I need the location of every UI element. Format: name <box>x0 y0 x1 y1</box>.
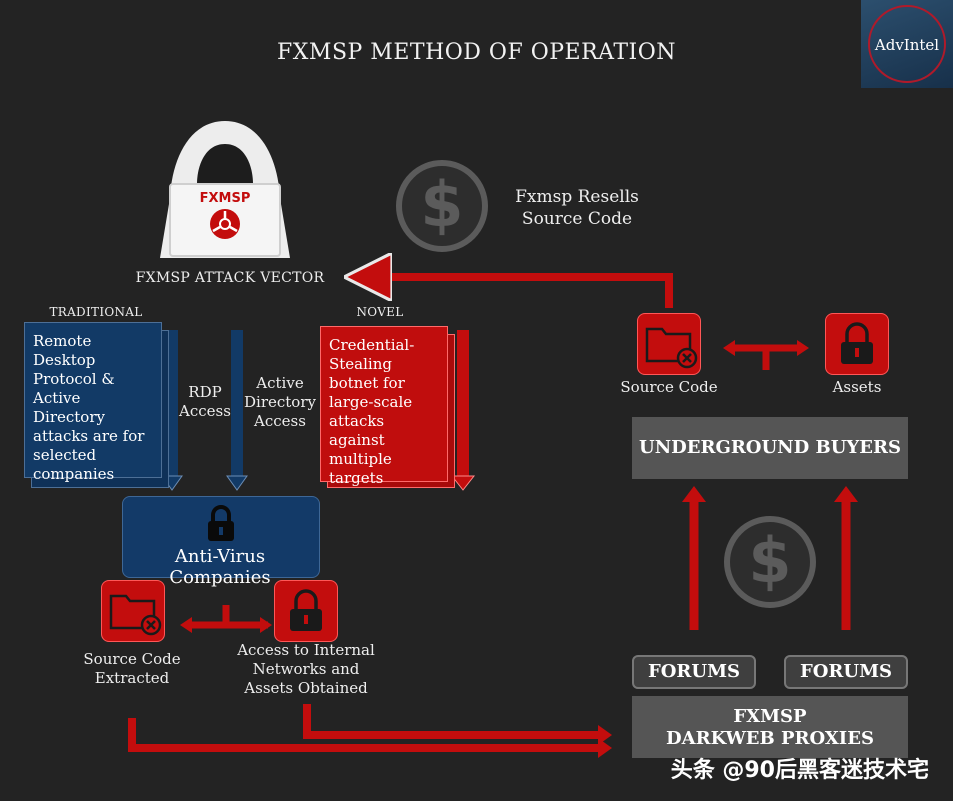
traditional-doc-text: Remote Desktop Protocol & Active Directo… <box>33 332 145 483</box>
lock-icon <box>841 322 873 364</box>
lock-icon <box>290 589 322 631</box>
traditional-heading: TRADITIONAL <box>49 305 143 319</box>
active-directory-label: Active Directory Access <box>244 374 316 430</box>
proxies-line1: FXMSP <box>733 706 807 727</box>
resell-label: Fxmsp Resells Source Code <box>515 187 639 229</box>
laptop-label: FXMSP <box>199 191 251 206</box>
underground-buyers-box: UNDERGROUND BUYERS <box>632 417 908 479</box>
folder-x-icon <box>109 594 162 636</box>
hacker-icon <box>160 121 290 258</box>
assets-tile <box>825 313 889 375</box>
access-obtained-label: Access to Internal Networks and Assets O… <box>237 641 375 697</box>
source-to-proxies-arrow <box>128 718 600 752</box>
forums-box-1: FORUMS <box>632 655 756 689</box>
rdp-access-label: RDP Access <box>179 383 231 420</box>
source-code-label: Source Code <box>620 378 718 396</box>
forums-box-2: FORUMS <box>784 655 908 689</box>
antivirus-box <box>122 496 320 578</box>
source-code-extracted-label: Source Code Extracted <box>83 650 181 687</box>
access-obtained-tile <box>274 580 338 642</box>
dollar-icon: $ <box>724 516 816 608</box>
attack-vector-caption: FXMSP ATTACK VECTOR <box>135 270 325 286</box>
novel-doc-text: Credential-Stealing botnet for large-sca… <box>329 336 415 487</box>
novel-heading: NOVEL <box>356 305 404 319</box>
source-code-extracted-tile <box>101 580 165 642</box>
access-to-proxies-arrow <box>303 704 600 739</box>
traditional-doc: Remote Desktop Protocol & Active Directo… <box>24 322 162 483</box>
assets-label: Assets <box>832 378 882 396</box>
darkweb-proxies-box: FXMSP DARKWEB PROXIES <box>632 696 908 758</box>
proxies-line2: DARKWEB PROXIES <box>666 728 874 749</box>
dollar-icon: $ <box>396 160 488 252</box>
page-title: FXMSP METHOD OF OPERATION <box>276 40 677 65</box>
lock-icon <box>208 505 234 541</box>
watermark: 头条 @90后黑客迷技术宅 <box>670 758 929 783</box>
advintel-logo: AdvIntel <box>861 0 953 88</box>
folder-x-icon <box>645 327 698 369</box>
logo-text: AdvIntel <box>874 36 940 54</box>
antivirus-label: Anti-Virus Companies <box>169 546 271 588</box>
novel-doc: Credential-Stealing botnet for large-sca… <box>320 326 448 487</box>
return-arrow <box>368 277 673 308</box>
source-code-tile <box>637 313 701 375</box>
